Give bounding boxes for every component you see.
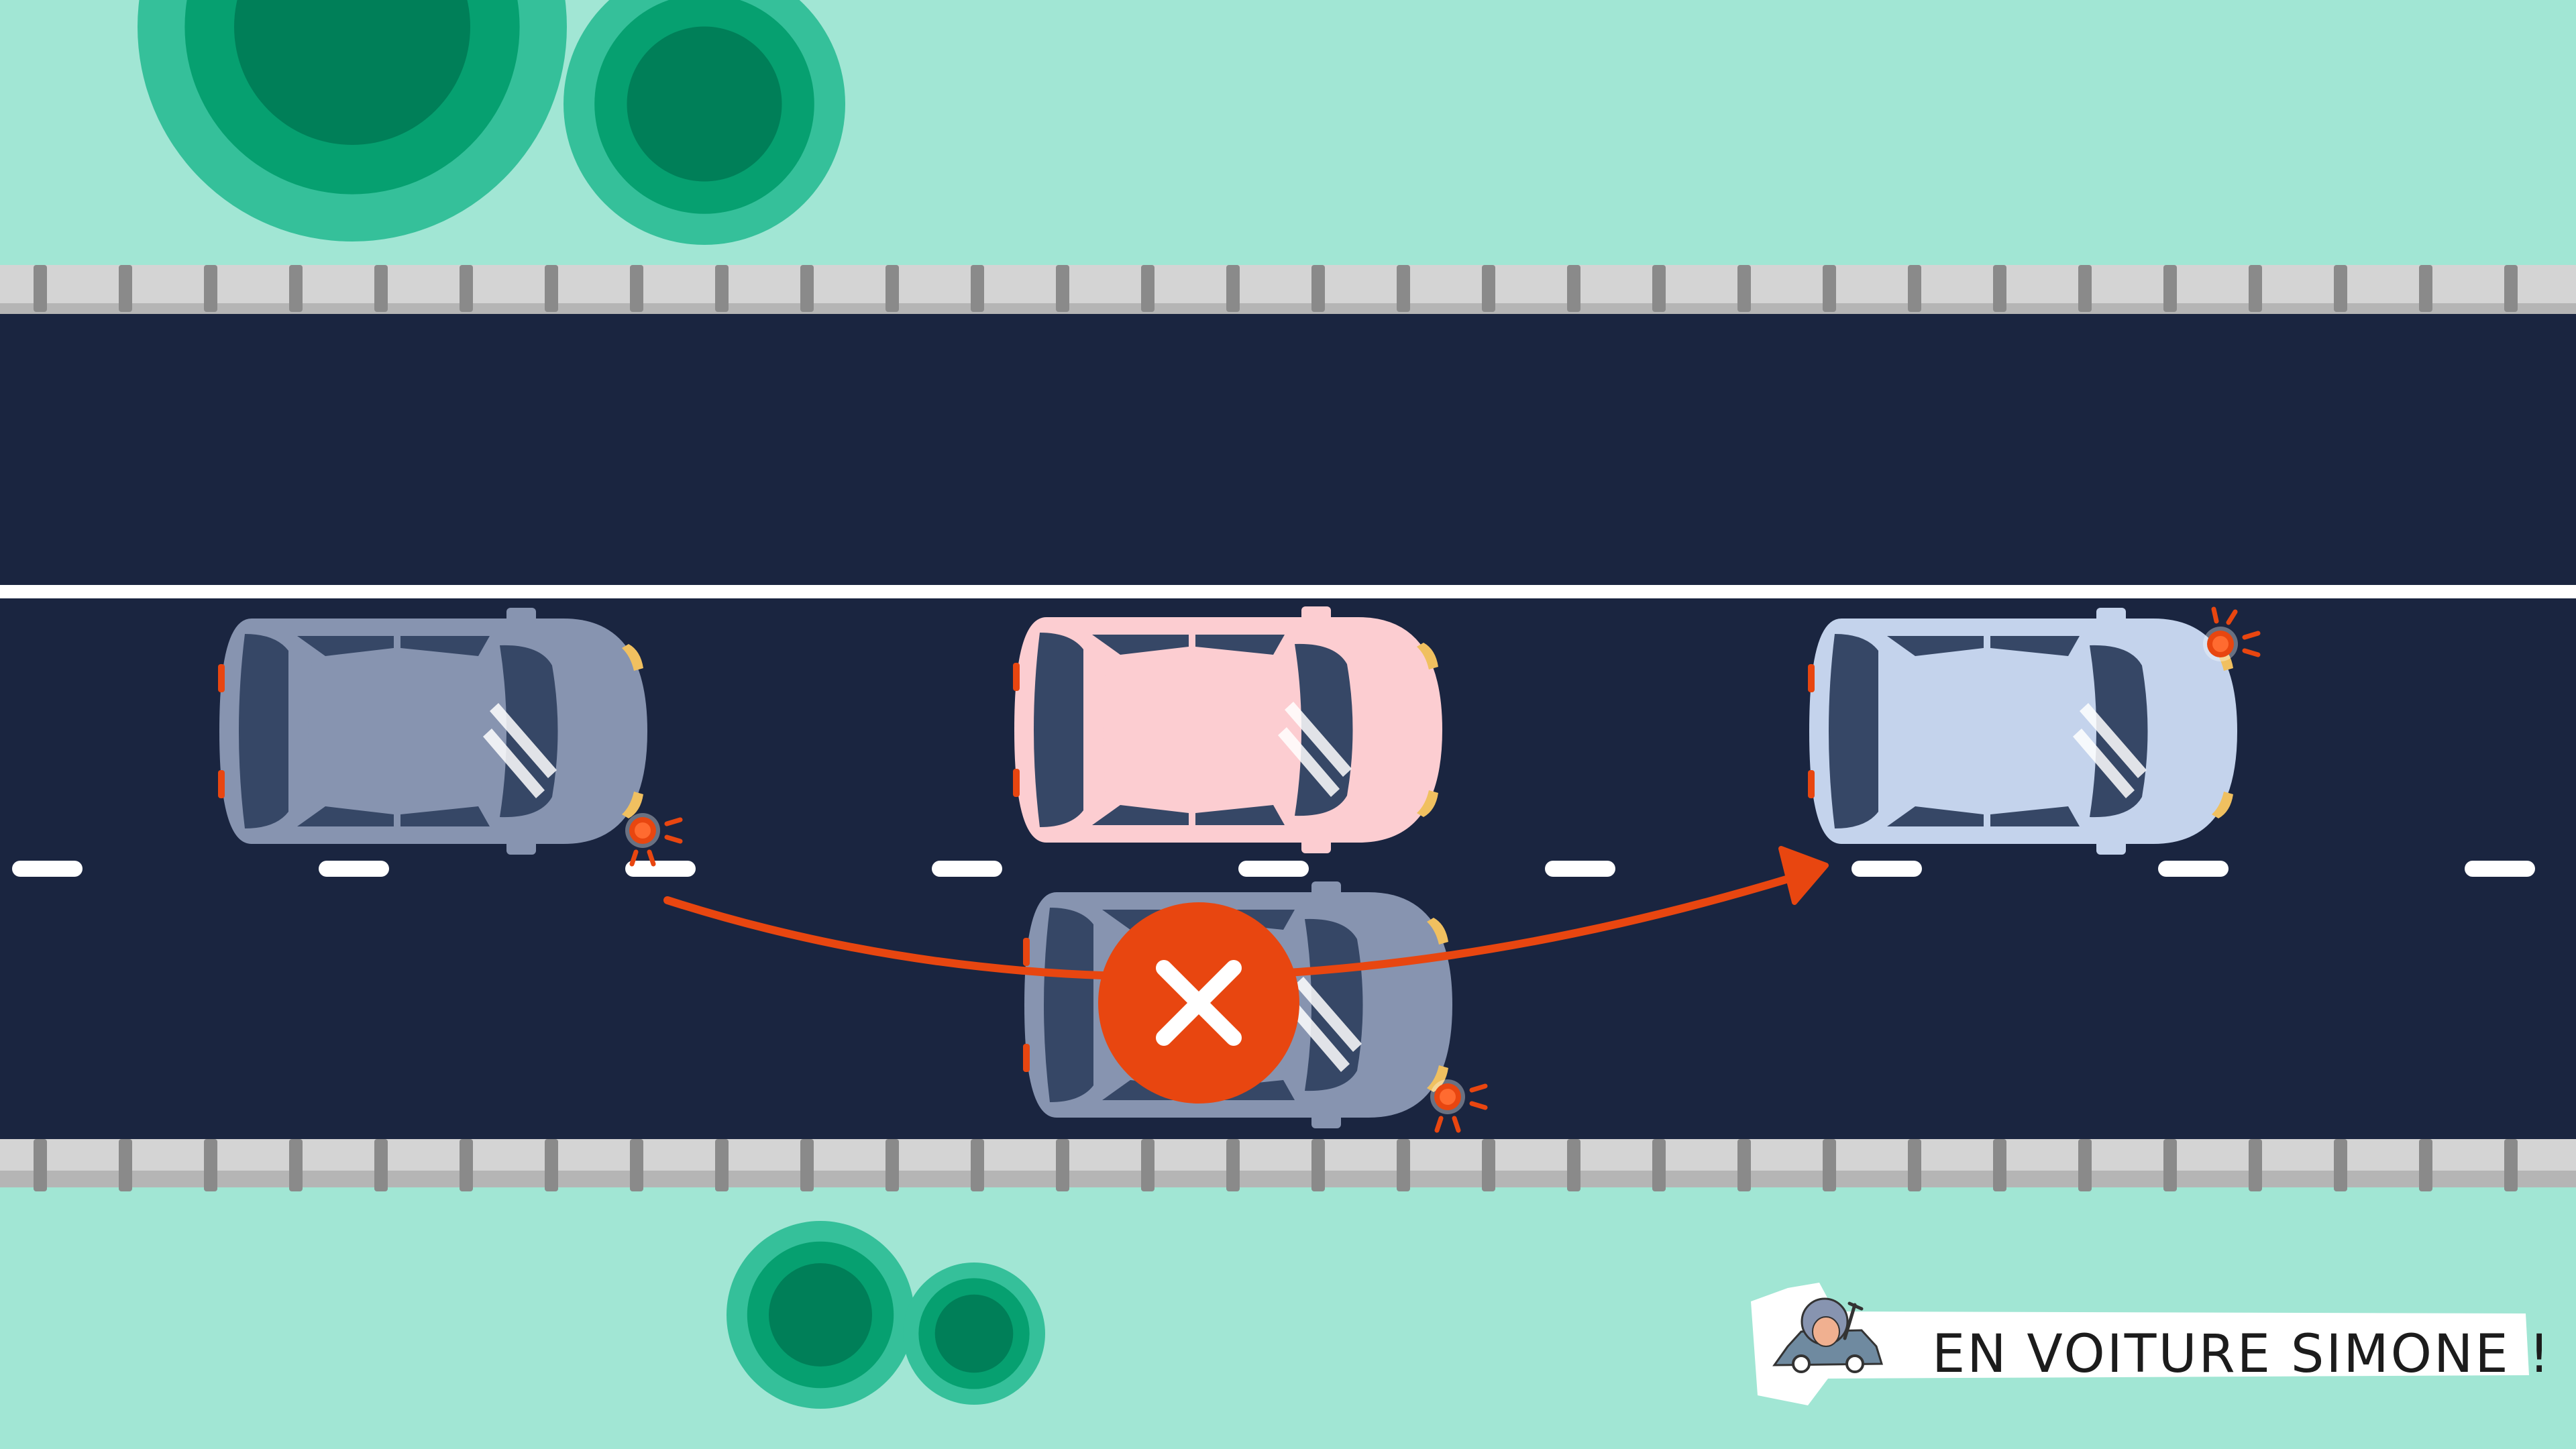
lane-dash bbox=[2465, 861, 2535, 877]
light-blue-car-right bbox=[1808, 608, 2237, 855]
guard-rail-post bbox=[2504, 1139, 2518, 1191]
guard-rail-post bbox=[2078, 1139, 2092, 1191]
guard-rail-post bbox=[2163, 1139, 2177, 1191]
brand-sticker: EN VOITURE SIMONE ! bbox=[1751, 1283, 2552, 1405]
guard-rail-post bbox=[885, 265, 899, 312]
guard-rail-post bbox=[34, 1139, 47, 1191]
car-with-driver-icon bbox=[1772, 1297, 1884, 1373]
guard-rail-post bbox=[1397, 265, 1410, 312]
grey-car-left bbox=[218, 608, 647, 855]
guard-rail-post bbox=[2249, 265, 2262, 312]
guard-rail-post bbox=[715, 265, 729, 312]
guard-rail-post bbox=[289, 265, 303, 312]
guard-rail-post bbox=[460, 265, 473, 312]
guard-rail-post bbox=[1908, 265, 1921, 312]
guard-rail-post bbox=[1482, 1139, 1495, 1191]
guard-rail-post bbox=[630, 265, 643, 312]
guard-rail-post bbox=[1482, 265, 1495, 312]
guard-rail-post bbox=[119, 1139, 132, 1191]
guard-rail-post bbox=[204, 1139, 217, 1191]
guard-rail-post bbox=[1226, 1139, 1240, 1191]
pink-car-middle bbox=[1013, 606, 1442, 853]
guard-rail-bottom bbox=[0, 1139, 2576, 1191]
guard-rail-post bbox=[1993, 1139, 2006, 1191]
guard-rail-post bbox=[630, 1139, 643, 1191]
guard-rail-post bbox=[971, 265, 984, 312]
guard-rail-post bbox=[1652, 1139, 1666, 1191]
guard-rail-post bbox=[1141, 265, 1155, 312]
lane-dash bbox=[319, 861, 389, 877]
lane-dash bbox=[2158, 861, 2229, 877]
guard-rail-post bbox=[1823, 265, 1836, 312]
solid-lane-line bbox=[0, 585, 2576, 598]
guard-rail-post bbox=[1737, 265, 1751, 312]
guard-rail-post bbox=[545, 1139, 558, 1191]
guard-rail-post bbox=[545, 265, 558, 312]
lane-dash bbox=[1851, 861, 1922, 877]
guard-rail-post bbox=[1311, 265, 1325, 312]
lane-dash bbox=[1238, 861, 1309, 877]
guard-rail-post bbox=[1226, 265, 1240, 312]
guard-rail-post bbox=[1823, 1139, 1836, 1191]
tree-bottom-large bbox=[727, 1221, 914, 1409]
lane-dash bbox=[12, 861, 83, 877]
guard-rail-post bbox=[2504, 265, 2518, 312]
guard-rail-post bbox=[1141, 1139, 1155, 1191]
guard-rail-post bbox=[2334, 265, 2347, 312]
guard-rail-post bbox=[374, 1139, 388, 1191]
guard-rail-post bbox=[1652, 265, 1666, 312]
guard-rail-post bbox=[1567, 265, 1580, 312]
guard-rail-post bbox=[1311, 1139, 1325, 1191]
blinker-light-icon bbox=[625, 813, 683, 867]
guard-rail-post bbox=[119, 265, 132, 312]
guard-rail-post bbox=[1993, 265, 2006, 312]
brand-text: EN VOITURE SIMONE ! bbox=[1932, 1324, 2552, 1385]
tree-bottom-small bbox=[903, 1263, 1045, 1405]
guard-rail-post bbox=[2334, 1139, 2347, 1191]
forbidden-badge bbox=[1098, 902, 1299, 1104]
guard-rail-post bbox=[715, 1139, 729, 1191]
guard-rail-post bbox=[289, 1139, 303, 1191]
guard-rail-post bbox=[2163, 265, 2177, 312]
guard-rail-post bbox=[2419, 265, 2432, 312]
guard-rail-post bbox=[374, 265, 388, 312]
guard-rail-post bbox=[1397, 1139, 1410, 1191]
guard-rail-post bbox=[1056, 265, 1069, 312]
dashed-lane-line bbox=[12, 861, 2535, 877]
lane-dash bbox=[1545, 861, 1615, 877]
guard-rail-post bbox=[2249, 1139, 2262, 1191]
guard-rail-post bbox=[34, 265, 47, 312]
guard-rail-post bbox=[2078, 265, 2092, 312]
guard-rail-post bbox=[1567, 1139, 1580, 1191]
guard-rail-post bbox=[800, 265, 814, 312]
guard-rail-post bbox=[204, 265, 217, 312]
guard-rail-post bbox=[885, 1139, 899, 1191]
guard-rail-top bbox=[0, 265, 2576, 314]
lane-dash bbox=[625, 861, 696, 877]
guard-rail-post bbox=[800, 1139, 814, 1191]
guard-rail-post bbox=[1737, 1139, 1751, 1191]
x-mark-icon bbox=[1156, 960, 1242, 1046]
blinker-light-icon bbox=[2203, 606, 2261, 661]
lane-dash bbox=[932, 861, 1002, 877]
guard-rail-post bbox=[971, 1139, 984, 1191]
guard-rail-post bbox=[460, 1139, 473, 1191]
blinker-light-icon bbox=[1430, 1079, 1488, 1133]
guard-rail-post bbox=[2419, 1139, 2432, 1191]
guard-rail-post bbox=[1056, 1139, 1069, 1191]
guard-rail-post bbox=[1908, 1139, 1921, 1191]
